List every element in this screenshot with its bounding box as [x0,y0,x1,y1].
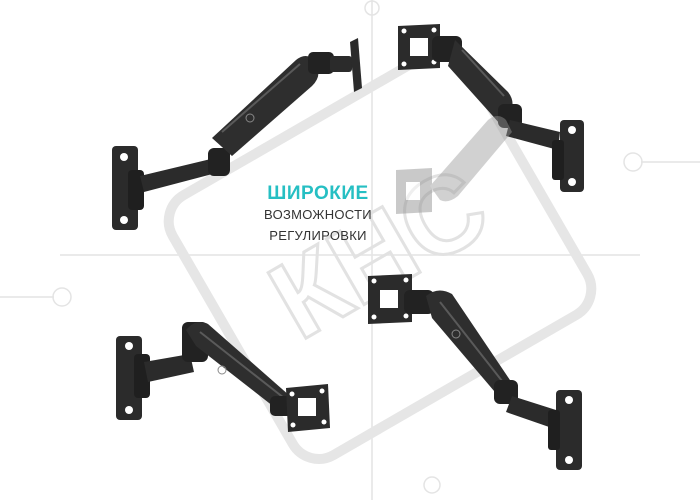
monitor-arm-top-right [396,24,584,214]
monitor-arm-top-left [112,38,362,230]
monitor-arm-bottom-left [116,322,330,432]
monitor-arm-bottom-right [368,274,582,470]
caption-title: ШИРОКИЕ [267,183,369,204]
caption-line-1: ВОЗМОЖНОСТИ [264,207,372,222]
caption-block: ШИРОКИЕ ВОЗМОЖНОСТИ РЕГУЛИРОВКИ [258,183,378,246]
caption-line-2: РЕГУЛИРОВКИ [269,228,367,243]
